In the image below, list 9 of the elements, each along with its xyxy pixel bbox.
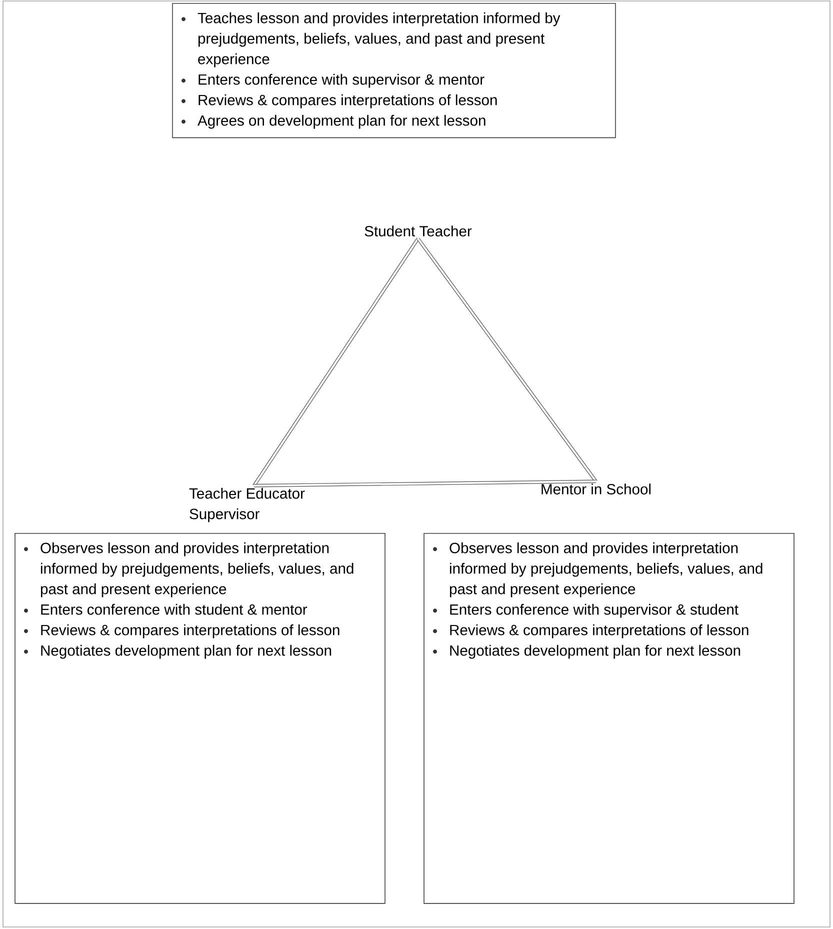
bullet-list-box: Observes lesson and provides interpretation informed by prejudgements, beliefs, values, and past and present experience Enters conference with student & mentor Reviews & compares interpretations of lesson Negotiates development plan for next lesson (14, 533, 386, 904)
triangle-side (254, 480, 596, 488)
triangle-side (252, 238, 420, 487)
bullet-list-box: Teaches lesson and provides interpretation informed by prejudgements, beliefs, values, and past and present experience Enters conference with supervisor & mentor Reviews & compares interpretations of lesson Agrees on development plan for next lesson (172, 3, 616, 138)
vertex-label: Teacher Educator Supervisor (189, 488, 305, 522)
triangle-side (416, 238, 598, 482)
bullet-list-box: Observes lesson and provides interpretation informed by prejudgements, beliefs, values, and past and present experience Enters conference with supervisor & student Reviews & compares interpretations of lesson Negotiates development plan for next lesson (424, 533, 794, 904)
vertex-label: Mentor in School (542, 484, 651, 494)
vertex-label: Student Teacher (364, 226, 472, 236)
